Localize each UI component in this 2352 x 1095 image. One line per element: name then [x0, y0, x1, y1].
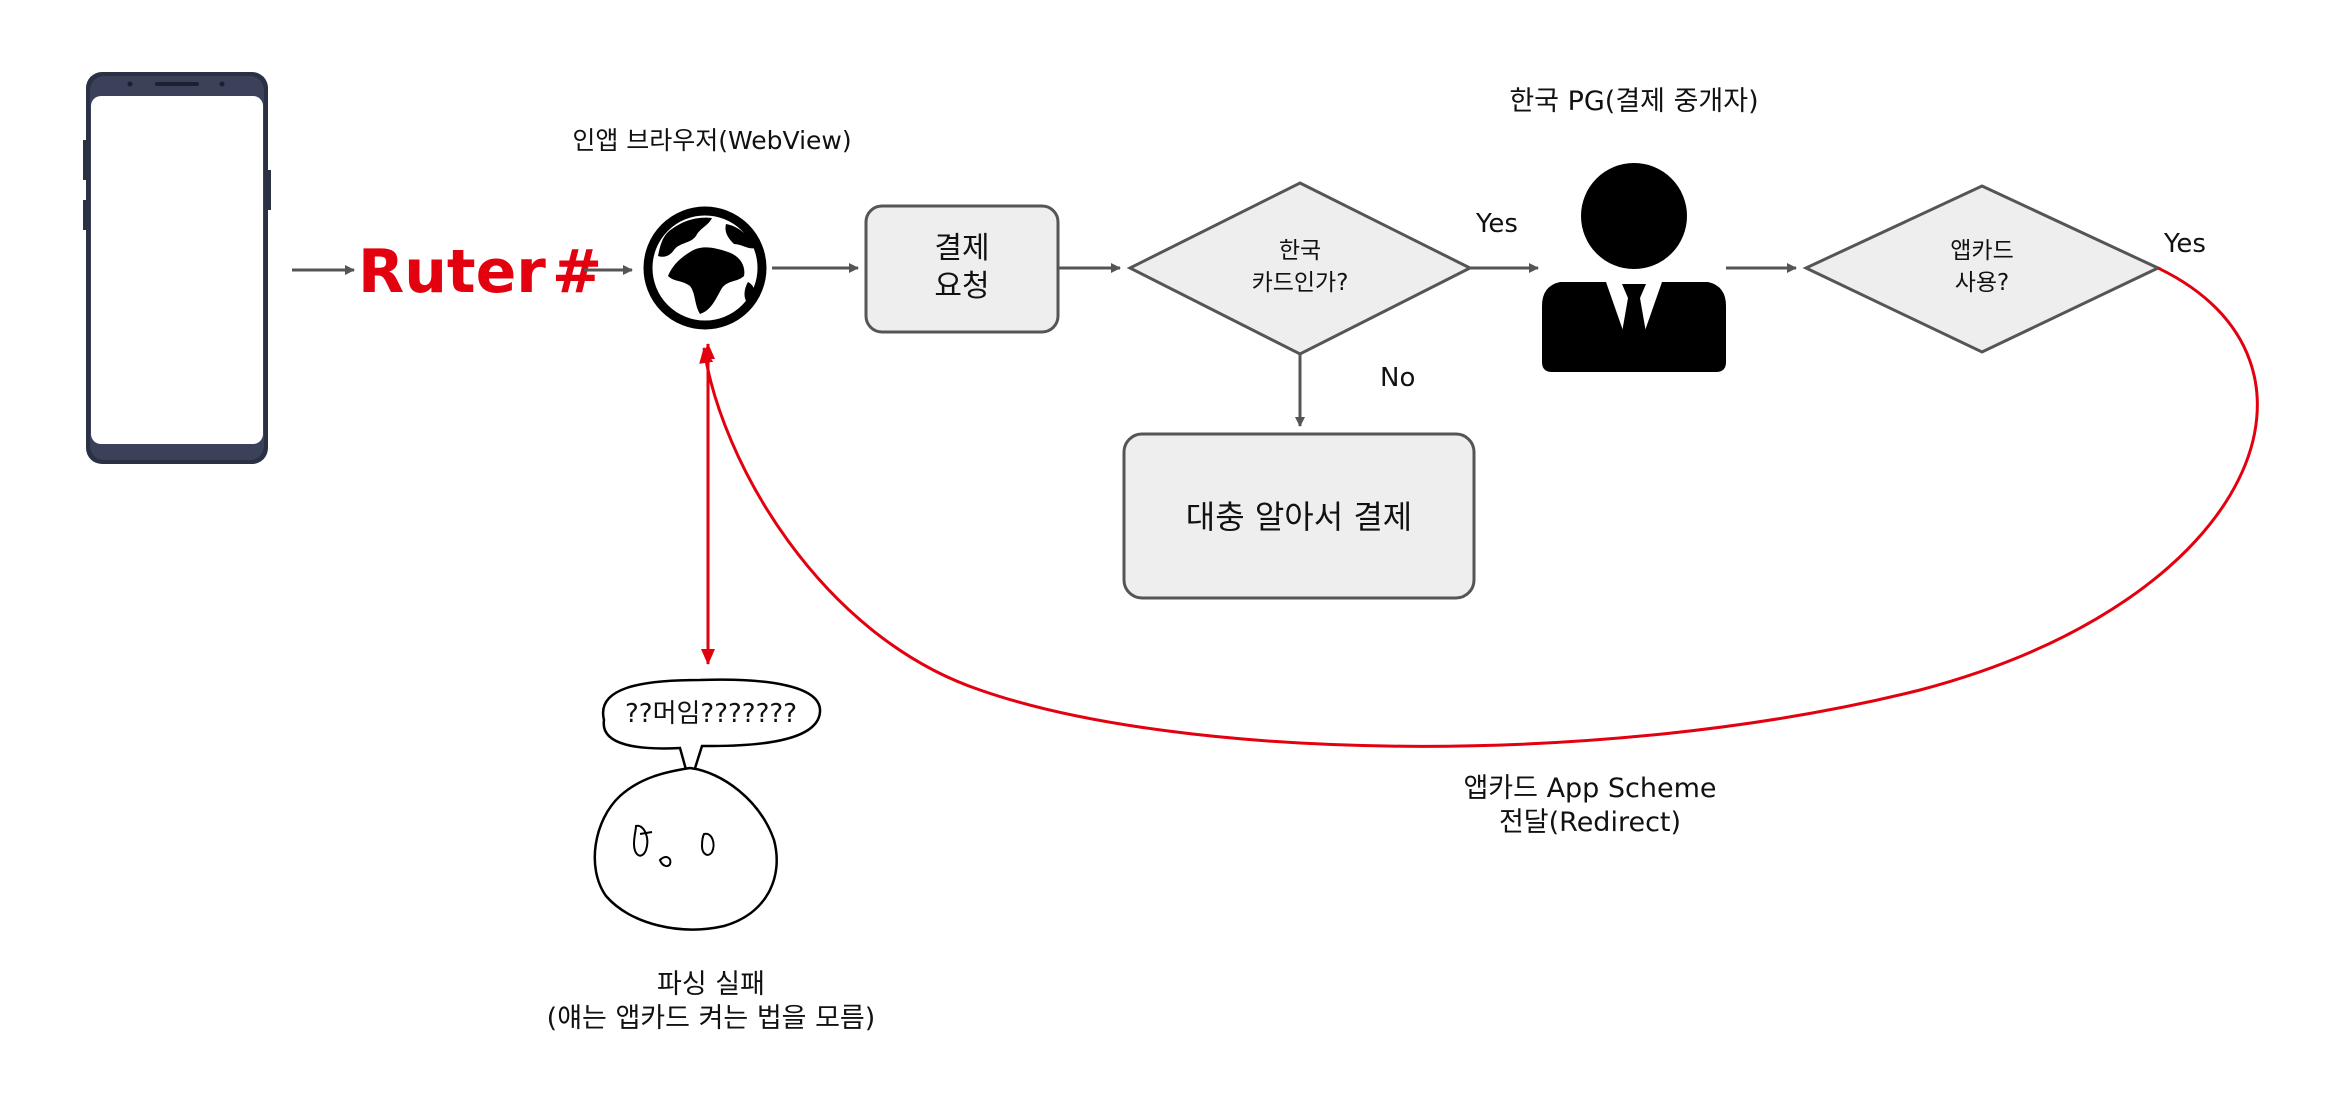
appcard-line2: 사용?: [1955, 270, 2010, 296]
pay-request-line1: 결제: [934, 231, 989, 266]
redirect-label-line2: 전달(Redirect): [1499, 807, 1681, 838]
pay-request-box: 결제 요청: [864, 204, 1060, 334]
fallback-label: 대충 알아서 결제: [1186, 498, 1412, 536]
redirect-curve: [699, 266, 2259, 748]
speech-text: ??머임???????: [625, 699, 797, 729]
appcard-line1: 앱카드: [1950, 238, 2013, 264]
businessman-icon: [1542, 163, 1726, 372]
pg-label: 한국 PG(결제 중개자): [1509, 86, 1758, 117]
korea-card-line2: 카드인가?: [1252, 270, 1349, 296]
yes-label-1: Yes: [1475, 209, 1518, 239]
appcard-decision: 앱카드 사용?: [1802, 184, 2162, 354]
right-eye: [700, 832, 715, 856]
doodle-character: ??머임???????: [593, 678, 822, 931]
no-label: No: [1380, 363, 1415, 393]
pay-request-line2: 요청: [934, 269, 989, 304]
globe-icon: [643, 206, 767, 330]
yes-label-2: Yes: [2163, 229, 2206, 259]
speech-bubble: [601, 678, 822, 789]
mouth: [658, 856, 672, 868]
webview-label: 인앱 브라우저(WebView): [572, 126, 851, 155]
redirect-label-line1: 앱카드 App Scheme: [1463, 773, 1716, 804]
left-eye: [632, 824, 653, 857]
smartphone-icon: [83, 72, 271, 464]
parse-fail-line1: 파싱 실패: [657, 969, 765, 1000]
parse-fail-line2: (얘는 앱카드 켜는 법을 모름): [547, 1003, 876, 1034]
korea-card-line1: 한국: [1279, 238, 1321, 264]
fallback-box: 대충 알아서 결제: [1122, 432, 1476, 600]
doodle-head: [593, 766, 778, 931]
korea-card-decision: 한국 카드인가?: [1126, 181, 1474, 356]
brand-logo: Ruter#: [358, 237, 602, 307]
